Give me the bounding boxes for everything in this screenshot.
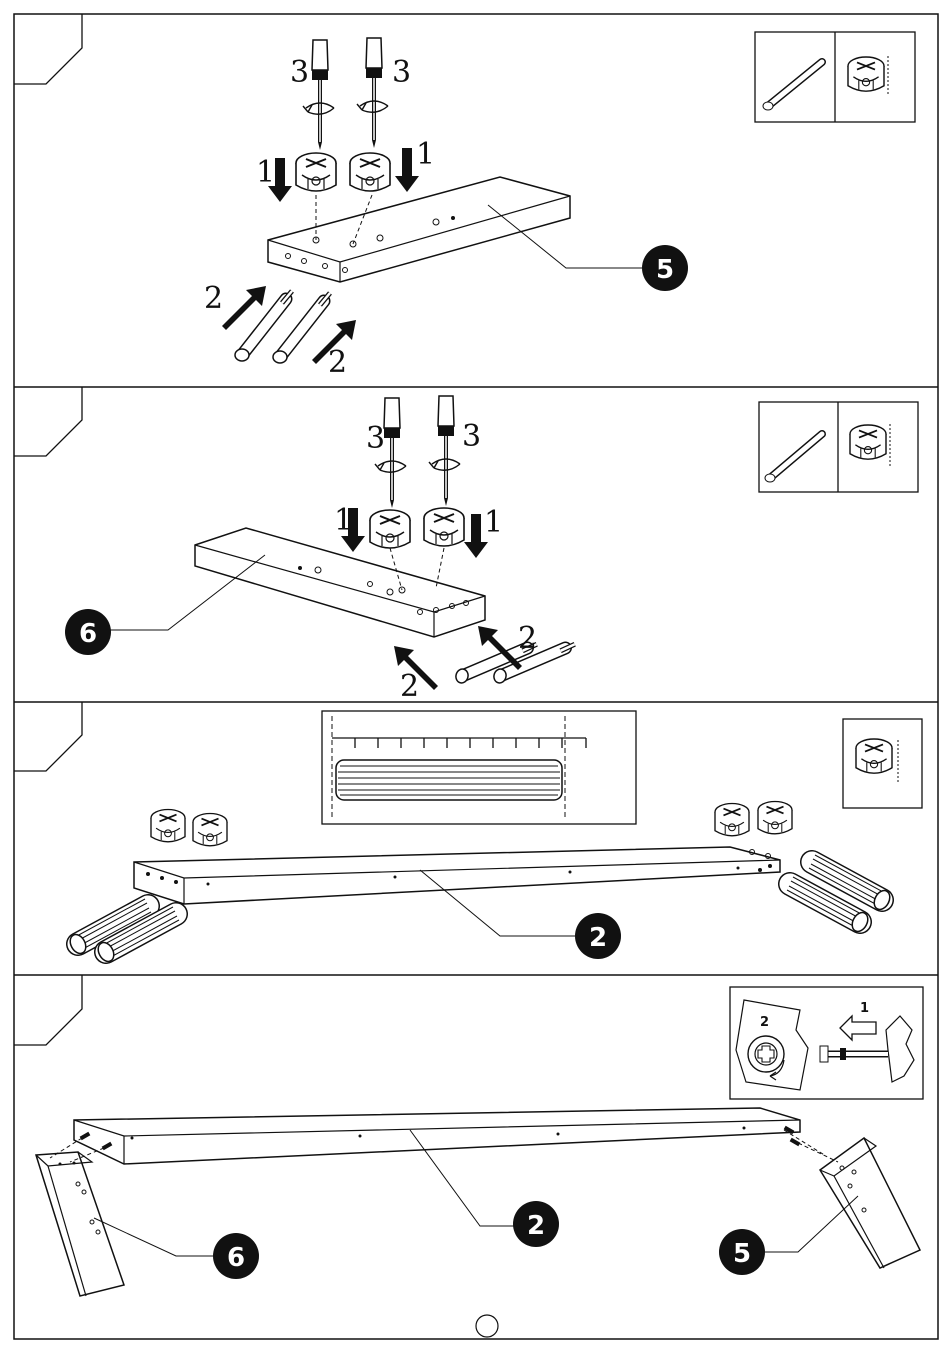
part-badge-number: 5 [733,1239,751,1269]
cam-lock-icon [758,802,792,834]
cam-lock-icon [850,425,886,459]
part-badge-number: 2 [527,1211,545,1241]
step-label: 1 [416,137,435,172]
board-part-6 [36,1152,124,1296]
panel-4: 2 6 5 2 1 [36,987,923,1296]
panel-3: 2 [67,711,922,964]
inset-step-label: 1 [860,1001,869,1016]
hardware-inset [759,402,918,492]
part-badge-number: 2 [589,923,607,953]
step-label: 1 [334,503,353,538]
step-corner-tab [14,14,82,84]
cam-lock-icon [370,510,410,548]
step-label: 2 [400,669,419,704]
hardware-inset [755,32,915,122]
board-part-2 [74,1108,800,1164]
step-label: 1 [256,155,275,190]
panel-2: 1 1 2 2 3 3 6 [65,396,918,704]
page-number-circle [476,1315,498,1337]
cam-lock-icon [424,508,464,546]
hardware-inset [843,719,922,808]
board-part-2 [134,847,780,904]
step-label: 2 [518,621,537,656]
dowel-scale-inset [322,711,636,824]
step-corner-tab [14,975,82,1045]
board-part-5 [268,177,570,282]
step-label: 2 [204,281,223,316]
cam-lock-icon [715,804,749,836]
part-badge-number: 6 [227,1243,245,1273]
step-label: 3 [392,55,411,90]
board-part-5 [820,1138,920,1268]
step-label: 3 [366,421,385,456]
step-label: 3 [290,55,309,90]
cam-lock-icon [848,57,884,91]
panel-1: 1 1 2 2 3 3 5 [204,32,915,380]
step-corner-tab [14,702,82,771]
screwdriver-icon [357,38,388,148]
cam-lock-icon [296,153,336,191]
step-label: 3 [462,419,481,454]
inset-step-label: 2 [760,1015,769,1030]
screwdriver-icon [429,396,460,506]
cam-lock-icon [193,814,227,846]
step-corner-tab [14,387,82,456]
part-badge-number: 5 [656,255,674,285]
cam-lock-icon [350,153,390,191]
step-label: 1 [484,505,503,540]
step-label: 2 [328,345,347,380]
part-badge-number: 6 [79,619,97,649]
tightening-inset: 2 1 [730,987,923,1099]
cam-lock-icon [151,810,185,842]
cam-lock-icon [856,739,892,773]
